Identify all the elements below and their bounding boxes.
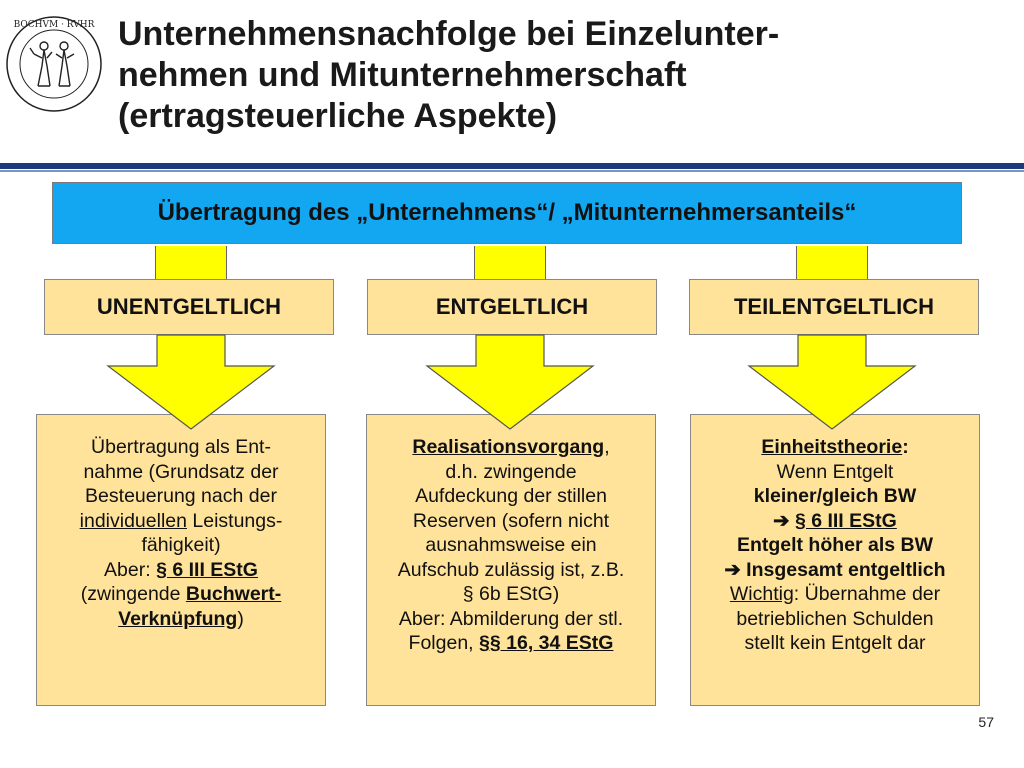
header-divider bbox=[0, 163, 1024, 169]
title-line: (ertragsteuerliche Aspekte) bbox=[118, 97, 558, 135]
box-line: Einheitstheorie: bbox=[697, 435, 973, 460]
box-line: Reserven (sofern nicht bbox=[412, 509, 610, 532]
banner-text: Übertragung des „Unternehmens“/ „Mitunte… bbox=[157, 199, 857, 226]
emphasis: Verknüpfung bbox=[118, 607, 238, 630]
box-line: Aufschub zulässig ist, z.B. bbox=[397, 558, 625, 581]
box-line: betrieblichen Schulden bbox=[736, 607, 934, 630]
box-line: Aber: § 6 III EStG bbox=[43, 558, 319, 583]
category-label: UNENTGELTLICH bbox=[96, 294, 282, 319]
box-line: Wenn Entgelt bbox=[776, 460, 894, 483]
down-arrow-icon bbox=[747, 334, 917, 430]
text: Folgen, bbox=[408, 632, 480, 654]
page-number: 57 bbox=[978, 714, 994, 730]
box-line: Realisationsvorgang, bbox=[373, 435, 649, 460]
text: , bbox=[604, 436, 610, 458]
category-label: ENTGELTLICH bbox=[435, 294, 589, 319]
category-entgeltlich: ENTGELTLICH bbox=[367, 279, 657, 335]
box-line: Aber: Abmilderung der stl. bbox=[398, 607, 624, 630]
box-line: nahme (Grundsatz der bbox=[83, 460, 279, 483]
box-line: Wichtig: Übernahme der bbox=[697, 582, 973, 607]
text: : bbox=[902, 436, 909, 458]
box-line: Besteuerung nach der bbox=[85, 485, 277, 507]
box-line: Aufdeckung der stillen bbox=[415, 485, 607, 507]
law-reference: §§ 16, 34 EStG bbox=[479, 632, 614, 654]
text: Aber: bbox=[104, 558, 157, 581]
detail-box-entgeltlich: Realisationsvorgang, d.h. zwingende Aufd… bbox=[366, 414, 656, 706]
box-line: fähigkeit) bbox=[141, 534, 221, 556]
category-teilentgeltlich: TEILENTGELTLICH bbox=[689, 279, 979, 335]
header-divider-accent bbox=[0, 170, 1024, 172]
arrow-icon: ➔ bbox=[773, 509, 795, 532]
connector-unentgeltlich bbox=[155, 246, 227, 280]
connector-teilentgeltlich bbox=[796, 246, 868, 280]
text: Leistungs- bbox=[186, 509, 283, 532]
emphasis: Buchwert- bbox=[185, 583, 282, 605]
law-reference: § 6 III EStG bbox=[794, 509, 897, 532]
box-line: ➔ Insgesamt entgeltlich bbox=[724, 558, 946, 581]
text: (zwingende bbox=[80, 583, 186, 605]
emphasis: Wichtig bbox=[729, 583, 794, 605]
text: : Übernahme der bbox=[793, 583, 941, 605]
box-line: Entgelt höher als BW bbox=[736, 534, 934, 556]
category-unentgeltlich: UNENTGELTLICH bbox=[44, 279, 334, 335]
title-line: nehmen und Mitunternehmerschaft bbox=[118, 56, 687, 94]
box-line: (zwingende Buchwert- bbox=[43, 582, 319, 607]
category-label: TEILENTGELTLICH bbox=[733, 294, 935, 319]
connector-entgeltlich bbox=[474, 246, 546, 280]
box-line: d.h. zwingende bbox=[445, 460, 577, 483]
emphasis: Einheitstheorie bbox=[761, 436, 903, 458]
box-line: stellt kein Entgelt dar bbox=[744, 632, 926, 654]
box-line: § 6b EStG) bbox=[462, 583, 560, 605]
law-reference: § 6 III EStG bbox=[156, 558, 258, 581]
box-line: individuellen Leistungs- bbox=[43, 509, 319, 534]
down-arrow-icon bbox=[425, 334, 595, 430]
box-line: kleiner/gleich BW bbox=[753, 485, 917, 507]
box-line: Übertragung als Ent- bbox=[91, 436, 271, 458]
text: ) bbox=[237, 607, 244, 630]
svg-text:BOCHVM · RVHR: BOCHVM · RVHR bbox=[14, 20, 95, 30]
page-title: Unternehmensnachfolge bei Einzelunter- n… bbox=[118, 14, 1008, 137]
box-line: ➔ § 6 III EStG bbox=[697, 509, 973, 534]
transfer-banner: Übertragung des „Unternehmens“/ „Mitunte… bbox=[52, 182, 962, 244]
emphasis: individuellen bbox=[79, 509, 187, 532]
detail-box-unentgeltlich: Übertragung als Ent- nahme (Grundsatz de… bbox=[36, 414, 326, 706]
down-arrow-icon bbox=[106, 334, 276, 430]
title-line: Unternehmensnachfolge bei Einzelunter- bbox=[118, 15, 780, 53]
university-seal-icon: BOCHVM · RVHR bbox=[6, 16, 102, 112]
box-line: ausnahmsweise ein bbox=[425, 534, 597, 556]
box-line: Verknüpfung) bbox=[43, 607, 319, 632]
emphasis: Realisationsvorgang bbox=[412, 436, 605, 458]
box-line: Folgen, §§ 16, 34 EStG bbox=[373, 631, 649, 656]
detail-box-teilentgeltlich: Einheitstheorie: Wenn Entgelt kleiner/gl… bbox=[690, 414, 980, 706]
